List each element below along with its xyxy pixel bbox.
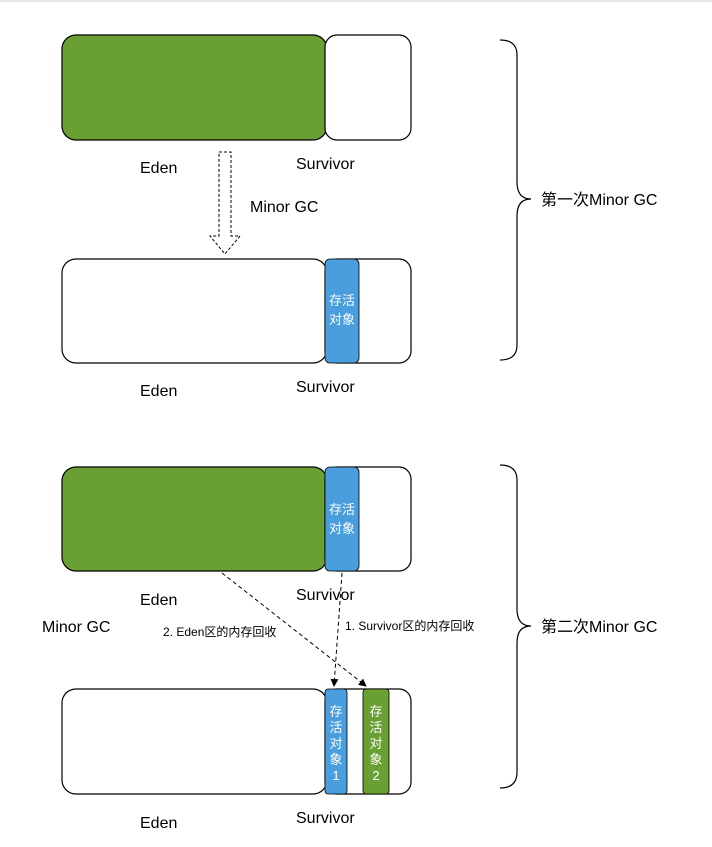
section2-top-live-objects-line2: 对象: [329, 521, 355, 536]
section1: Eden Survivor Minor GC 存活 对象 Eden Surviv…: [61, 34, 657, 400]
section2-live-objects-1-char2: 活: [329, 720, 342, 735]
section2-bottom-eden-label: Eden: [140, 815, 177, 832]
section2-top-eden-label: Eden: [140, 592, 177, 609]
section2-live-objects-2-char2: 活: [369, 720, 382, 735]
section2-live-objects-2-char4: 象: [369, 752, 382, 767]
section1-bottom-eden-label: Eden: [140, 383, 177, 400]
section1-minor-gc-arrow: [208, 151, 242, 255]
section1-brace: [499, 39, 532, 361]
section2-brace: [499, 464, 532, 789]
section2-survivor-gc-arrow: [330, 572, 343, 687]
section2-live-objects-1-block: [324, 688, 348, 795]
section2-live-objects-1-char3: 对: [329, 736, 342, 751]
section2-title: 第二次Minor GC: [541, 618, 657, 636]
section1-bottom-survivor-label: Survivor: [296, 379, 355, 396]
section2-top-survivor-label: Survivor: [296, 587, 355, 604]
section2-top-eden-box: [61, 466, 328, 572]
section1-live-objects-line1: 存活: [329, 293, 355, 308]
section2-bottom-eden-box: [61, 688, 328, 795]
section2-live-objects-2-char5: 2: [372, 768, 379, 783]
section1-live-objects-line2: 对象: [329, 312, 355, 327]
section2-minor-gc-label: Minor GC: [42, 619, 110, 636]
section2-top-live-objects-line1: 存活: [329, 502, 355, 517]
section1-arrow-label: Minor GC: [250, 199, 318, 216]
section1-live-objects-block: [324, 258, 360, 364]
section2-live-objects-1-char4: 象: [329, 752, 342, 767]
section1-title: 第一次Minor GC: [541, 191, 657, 209]
section2-live-objects-2-block: [362, 688, 390, 795]
section2-live-objects-2-char1: 存: [369, 704, 382, 719]
section2-bottom-survivor-label: Survivor: [296, 810, 355, 827]
section2-step1-label: 1. Survivor区的内存回收: [345, 618, 474, 633]
section1-top-survivor-box: [324, 34, 412, 141]
section2-live-objects-1-char1: 存: [329, 704, 342, 719]
section1-top-eden-label: Eden: [140, 160, 177, 177]
section2: 存活 对象 Eden Survivor Minor GC 1. Survivor…: [42, 464, 657, 832]
section2-live-objects-1-char5: 1: [332, 768, 339, 783]
section1-bottom-eden-box: [61, 258, 328, 364]
section2-live-objects-2-char3: 对: [369, 736, 382, 751]
section1-top-survivor-label: Survivor: [296, 156, 355, 173]
section2-top-live-objects-block: [324, 466, 360, 572]
section1-top-eden-box: [61, 34, 328, 141]
section2-eden-gc-arrow: [221, 572, 367, 687]
section2-step2-label: 2. Eden区的内存回收: [163, 624, 276, 639]
